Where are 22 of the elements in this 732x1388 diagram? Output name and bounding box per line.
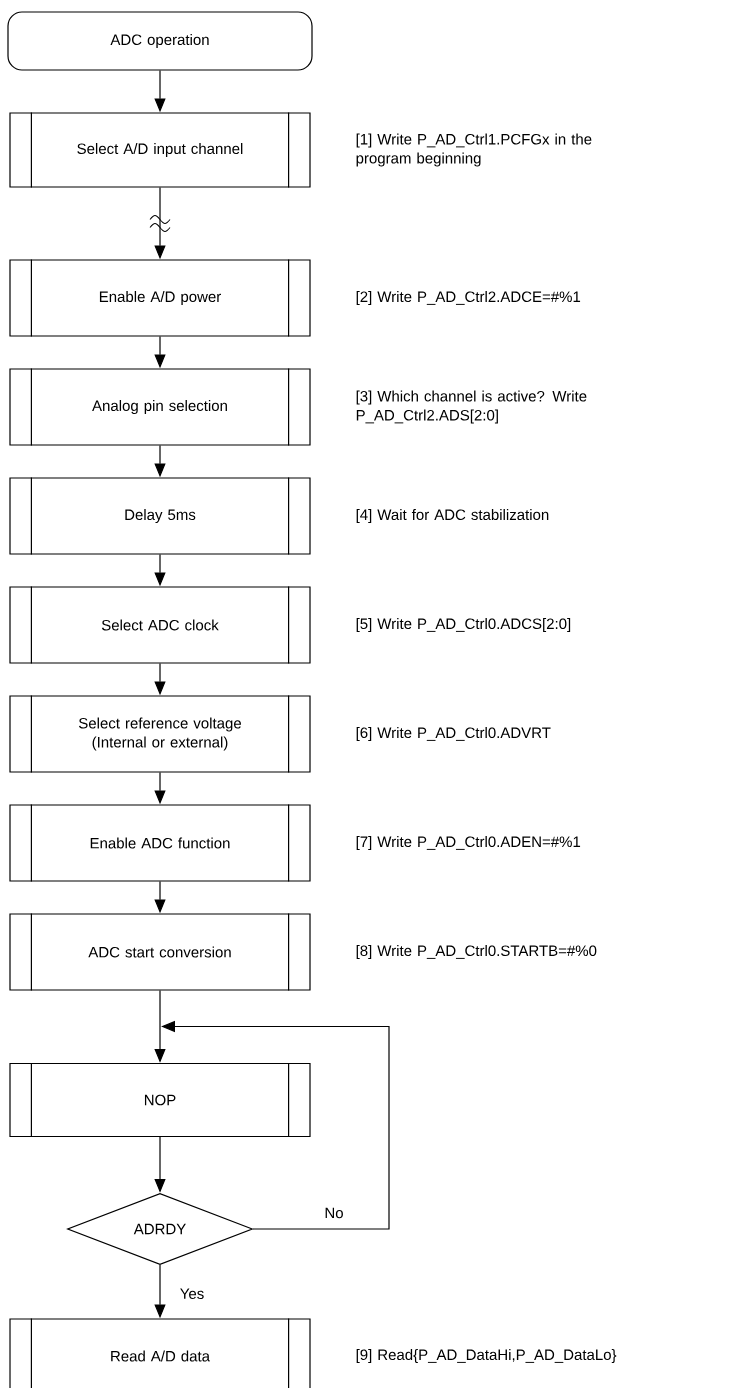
process-box: Read A/D data: [9, 1317, 311, 1388]
step-note: [4] Wait for ADC stabilization: [356, 509, 549, 523]
step-note: [7] Write P_AD_Ctrl0.ADEN=#%1: [356, 836, 581, 850]
step-note: [3] Which channel is active? Write P_AD_Ctrl2.ADS[2:0]: [356, 390, 587, 424]
process-box: Select A/D input channel: [9, 111, 311, 189]
process-box: Enable A/D power: [9, 258, 311, 338]
step-note: [2] Write P_AD_Ctrl2.ADCE=#%1: [356, 291, 581, 305]
edge-label: Yes: [180, 1288, 204, 1299]
process-box: Select reference voltage (Internal or external): [9, 694, 311, 774]
process-box: Select ADC clock: [9, 585, 311, 665]
step-note: [8] Write P_AD_Ctrl0.STARTB=#%0: [356, 945, 597, 959]
step-note: [5] Write P_AD_Ctrl0.ADCS[2:0]: [356, 618, 571, 632]
step-note: [9] Read{P_AD_DataHi,P_AD_DataLo}: [356, 1349, 617, 1363]
process-box: Delay 5ms: [9, 476, 311, 556]
process-box: NOP: [9, 1062, 311, 1138]
edge-label: No: [325, 1207, 343, 1219]
step-note: [1] Write P_AD_Ctrl1.PCFGx in the program beginning: [356, 133, 592, 167]
process-box: Analog pin selection: [9, 367, 311, 447]
process-box: ADC start conversion: [9, 912, 311, 992]
process-box: Enable ADC function: [9, 803, 311, 883]
terminator: ADC operation: [7, 11, 313, 71]
step-note: [6] Write P_AD_Ctrl0.ADVRT: [356, 727, 551, 741]
